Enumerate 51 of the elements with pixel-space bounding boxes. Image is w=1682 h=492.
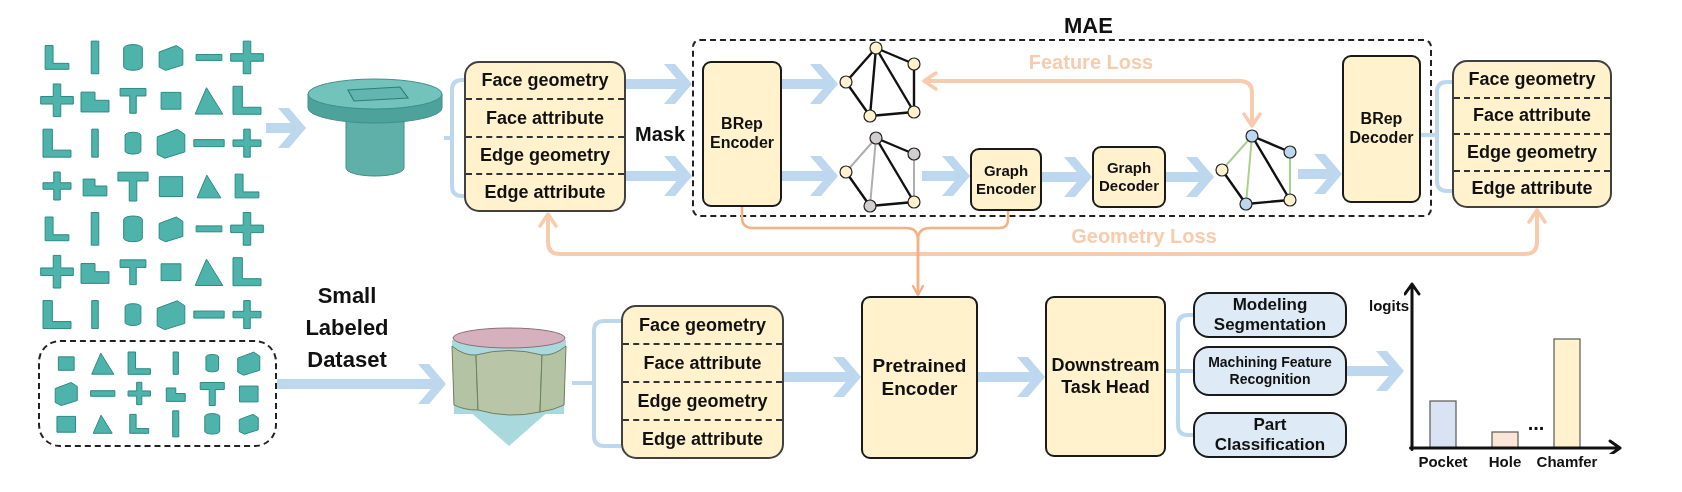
bracket-line [570,319,623,448]
dashed-box [38,340,277,447]
row-label: Face geometry [638,314,767,336]
process-box [970,148,1042,211]
row-label: Edge geometry [479,144,610,166]
task-box [1193,412,1347,458]
process-box [1092,146,1166,208]
row-label: Face attribute [1473,105,1591,127]
bracket-line [1166,369,1193,437]
task-box [1193,292,1347,338]
feature-table [464,61,626,212]
row-label: Face geometry [1468,68,1596,90]
graph-picture [1214,128,1298,212]
box-label: Machining Feature Recognition [1207,354,1333,388]
side-caption: Small Labeled Dataset [304,282,390,374]
box-label: Downstream Task Head [1050,355,1161,398]
row-label: Edge geometry [637,390,768,412]
row-label: Face geometry [481,70,609,91]
box-label: BRep Encoder [709,115,775,153]
double-arrow [922,71,1262,128]
feature-table [621,305,784,459]
arrow [912,211,1010,296]
double-arrow [538,208,1547,256]
bracket-line [1419,80,1454,193]
row-label: Edge attribute [1471,178,1593,200]
box-label: Part Classification [1213,414,1327,456]
process-box [1342,55,1421,203]
box-label: BRep Decoder [1348,110,1415,148]
box-label: Graph Decoder [1098,159,1160,195]
task-box [1193,346,1347,396]
bracket-line [442,78,466,198]
row-label: Face attribute [643,352,762,374]
graph-picture [838,40,922,124]
row-label: Face attribute [486,107,604,129]
process-box [861,296,978,459]
row-label: Edge attribute [484,182,606,203]
box-label: Graph Encoder [975,161,1037,198]
box-label: Modeling Segmentation [1212,294,1328,336]
feature-table [1452,60,1612,208]
group-title: MAE [1064,14,1113,39]
row-label: Edge geometry [1466,141,1597,163]
process-box [1045,296,1166,457]
box-label: Pretrained Encoder [871,355,968,400]
category-label: Chamfer [1536,454,1598,471]
category-label: Pocket [1418,454,1468,471]
graph-picture [838,130,922,214]
process-box [702,61,782,207]
row-label: Edge attribute [642,428,763,450]
cad-model-picture [306,76,444,178]
category-label: Hole [1488,454,1522,471]
axis-label: logits [1369,298,1409,315]
